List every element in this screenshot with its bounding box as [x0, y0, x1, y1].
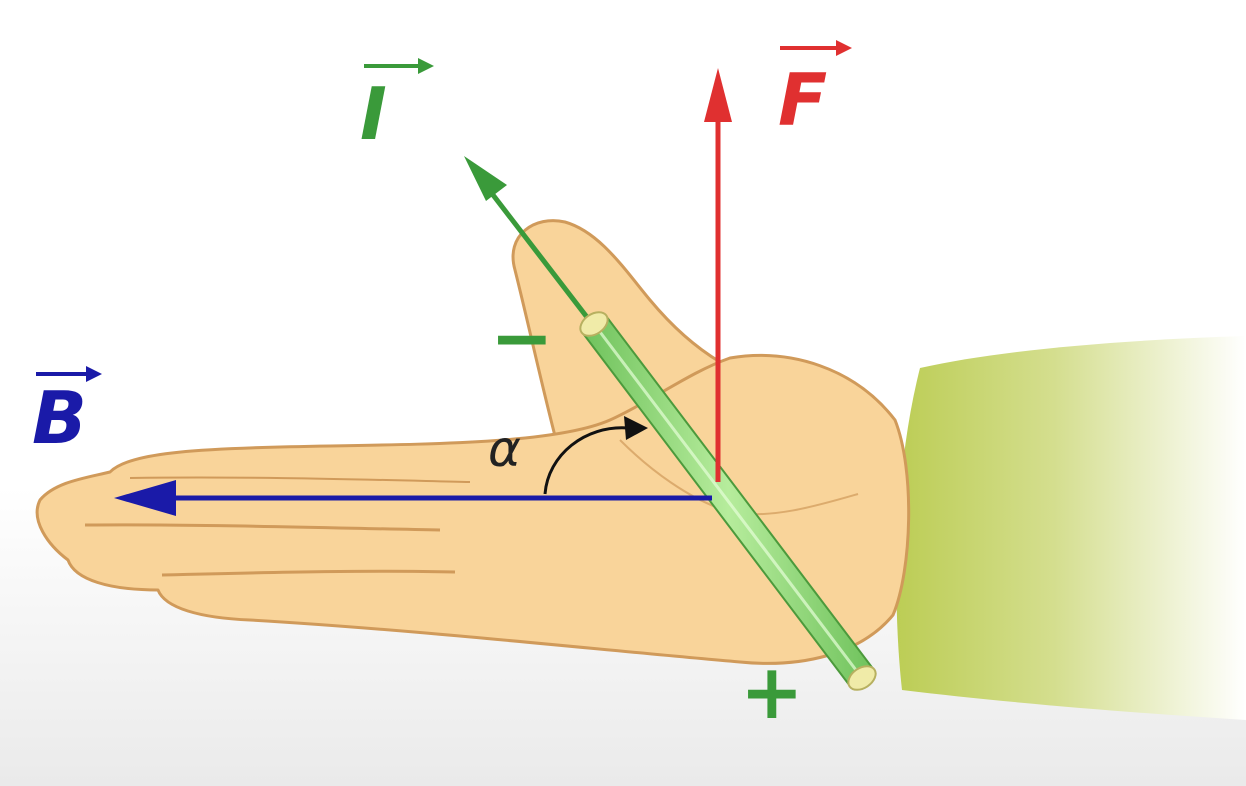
wire-end-top	[579, 311, 609, 337]
force-vector-arrow	[704, 68, 732, 482]
current-label: I	[360, 72, 387, 156]
current-label-arrow-icon	[364, 58, 434, 74]
hand	[35, 219, 911, 665]
sleeve	[896, 336, 1246, 720]
field-vector-arrow	[114, 480, 712, 516]
wire-end-bottom	[847, 665, 877, 691]
vector-over-arrows	[36, 40, 852, 382]
force-label-arrow-icon	[780, 40, 852, 56]
positive-terminal-label: +	[740, 647, 804, 736]
force-label: F	[778, 58, 828, 142]
negative-terminal-label: −	[490, 293, 554, 382]
field-label-arrow-icon	[36, 366, 102, 382]
angle-label: α	[488, 420, 521, 478]
conductor-wire	[579, 311, 877, 691]
angle-arc	[543, 416, 648, 495]
field-label: B	[32, 376, 87, 460]
